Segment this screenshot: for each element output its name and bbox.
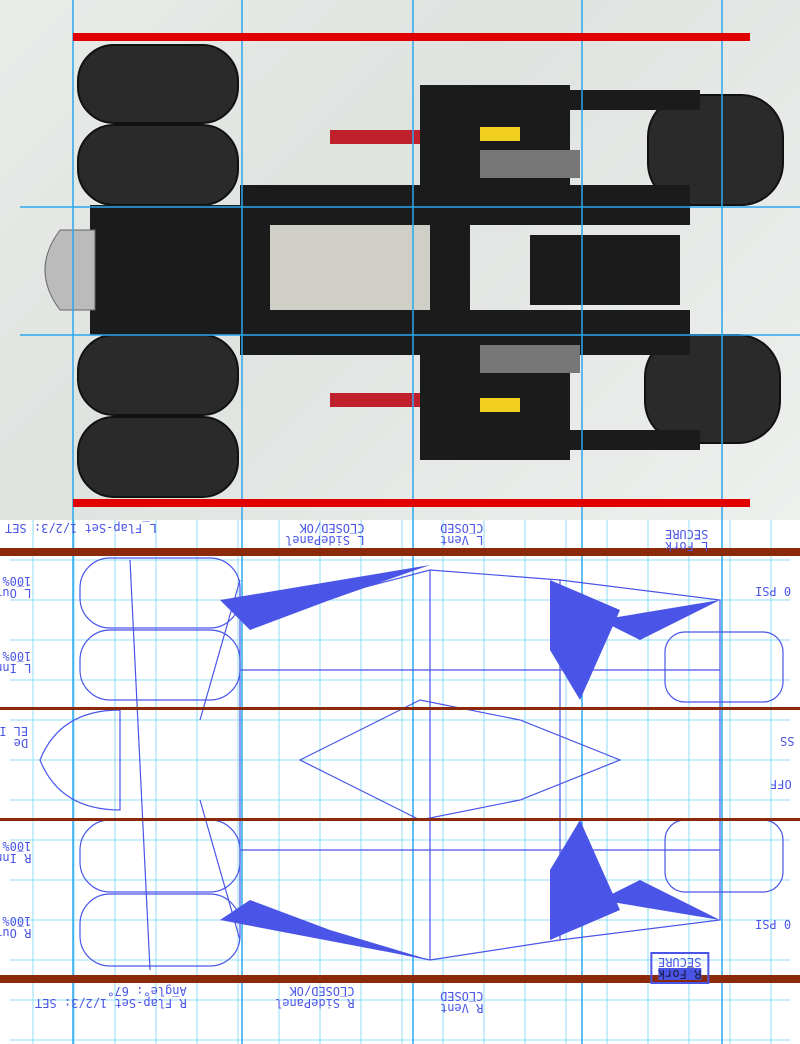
r-fork-name: R_Fork (658, 967, 702, 981)
panel-right-wing (550, 820, 620, 940)
r-outer-tire-name: R_Oute (0, 926, 32, 940)
right-status-1: SS (780, 734, 795, 748)
r-fork-status: SECURE (658, 955, 702, 969)
l-fork-status: SECURE (665, 527, 709, 541)
panel-right-fork (600, 880, 720, 920)
l-pressure: 0 PSI (755, 584, 792, 598)
l-vent-status: CLOSED (440, 521, 484, 535)
rail-3 (0, 818, 800, 821)
rail-4 (0, 975, 800, 983)
wire-rear-axle-lines (129, 559, 241, 971)
r-vent-name: R_Vent (440, 1001, 484, 1015)
r-flap-name: R_Flap-Set 1/2/3: SET (35, 996, 187, 1010)
r-vent-status: CLOSED (440, 989, 484, 1003)
r-inner-tire-name: R_Inne (0, 851, 32, 865)
center-status-value: EL IN (0, 724, 29, 738)
wireframe-filled-panels (220, 565, 720, 960)
rail-2 (0, 707, 800, 710)
wire-wheel-r-outer (79, 893, 241, 967)
lego-model-drawing (20, 0, 800, 520)
r-pressure: 0 PSI (755, 917, 792, 931)
red-beam-right (330, 393, 420, 407)
wire-frame-lines (240, 570, 720, 960)
top-red-bar (73, 33, 750, 41)
panel-left-wing (550, 580, 620, 700)
right-status-2-value: OFF (770, 777, 792, 791)
l-inner-tire-value: 100% F (2, 649, 32, 663)
transparent-cylinders (270, 225, 430, 310)
wheel-rear-left-inner (77, 124, 239, 206)
l-inner-tire-name: L_Inne (0, 661, 32, 675)
right-status-2: OFF (770, 777, 792, 791)
wire-wheel-front-l (664, 631, 784, 703)
panel-right-flap (220, 900, 430, 960)
r-pressure-value: 0 PSI (755, 917, 792, 931)
l-pressure-value: 0 PSI (755, 584, 792, 598)
rail-1 (0, 548, 800, 556)
wheel-rear-right-inner (77, 334, 239, 416)
rails (0, 548, 800, 983)
r-inner-tire-value: 100% F (2, 839, 32, 853)
lego-model-photo (0, 0, 800, 520)
chassis (90, 85, 700, 460)
wireframe-drawing (0, 520, 800, 1044)
rear-hitch (44, 229, 96, 311)
photo-grid-lines (20, 0, 800, 520)
panel-left-fork (600, 600, 720, 640)
wheel-rear-left-outer (77, 44, 239, 124)
yellow-piston-left (480, 127, 520, 141)
red-beam-left (330, 130, 420, 144)
wire-wheel-front-r (664, 819, 784, 893)
wheel-front-left (647, 94, 784, 206)
wire-rear-hitch (39, 709, 121, 811)
l-outer-tire-name: L_Oute (0, 586, 32, 600)
l-outer-tire-value: 100% F (2, 574, 32, 588)
shock-absorber-left (480, 150, 580, 178)
wheel-rear-right-outer (77, 416, 239, 498)
l-vent-name: L_Vent (440, 533, 484, 547)
l-flap-name: L_Flap-Set 1/2/3: SET (5, 521, 157, 535)
r-inner-tire: R_Inne100% F (0, 839, 32, 865)
panel-left-flap (220, 565, 430, 630)
l-sidepanel-name: L_SidePanel (285, 533, 365, 547)
l-outer-tire: L_Oute100% F (0, 574, 32, 600)
right-status-1-value: SS (780, 734, 795, 748)
l-inner-tire: L_Inne100% F (0, 649, 32, 675)
shock-absorber-right (480, 345, 580, 373)
r-sidepanel-name: R_SidePanel (275, 996, 355, 1010)
l-flap-label: L_Flap-Set 1/2/3: SET (5, 521, 157, 535)
r-outer-tire-value: 100% F (2, 914, 32, 928)
yellow-piston-right (480, 398, 520, 412)
l-fork-name: L_Fork (665, 539, 709, 553)
r-outer-tire: R_Oute100% F (0, 914, 32, 940)
bottom-red-bar (73, 499, 750, 507)
wire-wheel-l-outer (79, 557, 241, 629)
center-status-name: De (13, 736, 29, 750)
